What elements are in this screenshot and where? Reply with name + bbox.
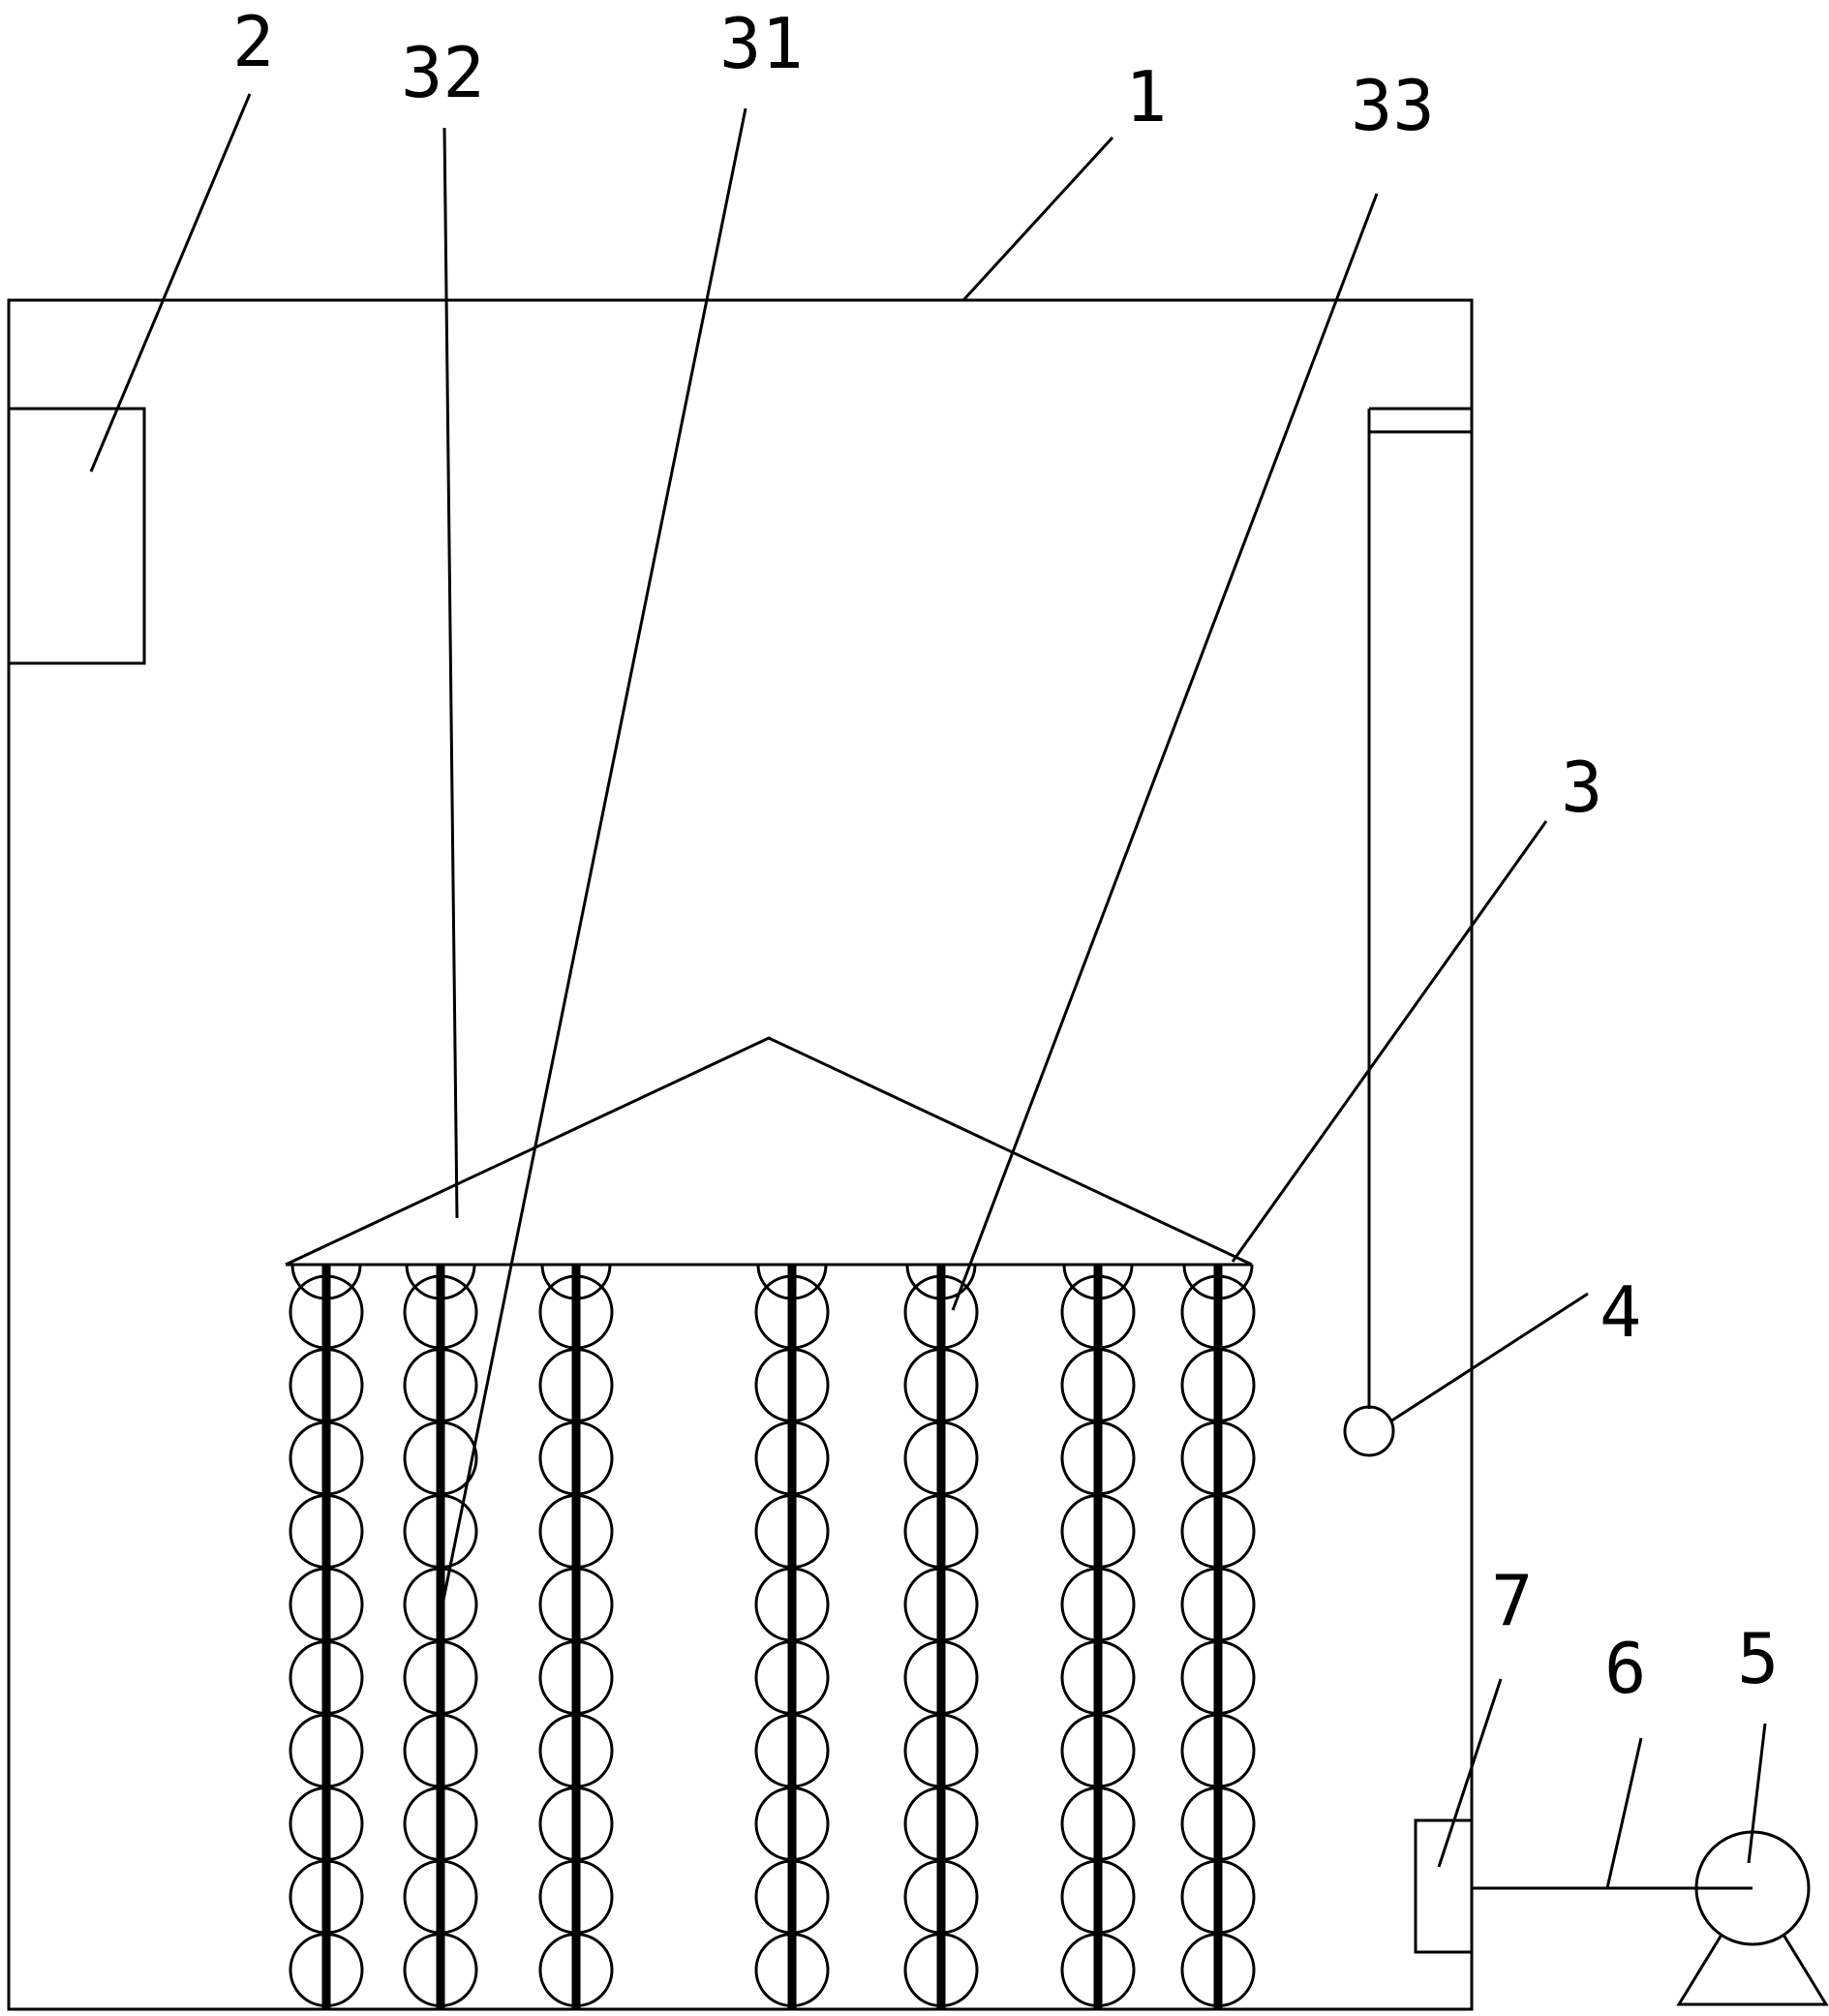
rod-column-5 [903,1264,979,2009]
label-3: 3 [1561,747,1602,828]
label-2: 2 [232,1,274,82]
leader-lines [89,93,1767,1889]
label-4: 4 [1600,1271,1641,1353]
rod-column-2 [403,1264,478,2009]
frame-roof [285,1036,1253,1267]
label-6: 6 [1604,1628,1646,1709]
label-31: 31 [719,3,804,84]
rod-column-4 [754,1264,830,2009]
labels: 2 32 31 1 33 3 4 7 6 5 [232,1,1779,1709]
pump-5 [1676,1830,1829,2006]
rod-column-1 [289,1264,364,2009]
label-7: 7 [1491,1560,1533,1641]
rod-column-7 [1180,1264,1256,2009]
component-7-box [1414,1818,1474,1954]
label-33: 33 [1351,65,1435,146]
rod-columns [289,1264,1256,2009]
label-1: 1 [1125,56,1167,137]
label-5: 5 [1737,1618,1779,1699]
label-32: 32 [401,32,485,113]
component-2-box [7,407,146,665]
right-channel [1367,407,1472,1409]
rod-column-6 [1060,1264,1136,2009]
float-ball-4 [1343,1405,1395,1457]
rod-column-3 [538,1264,614,2009]
tank-outline [7,298,1474,2011]
